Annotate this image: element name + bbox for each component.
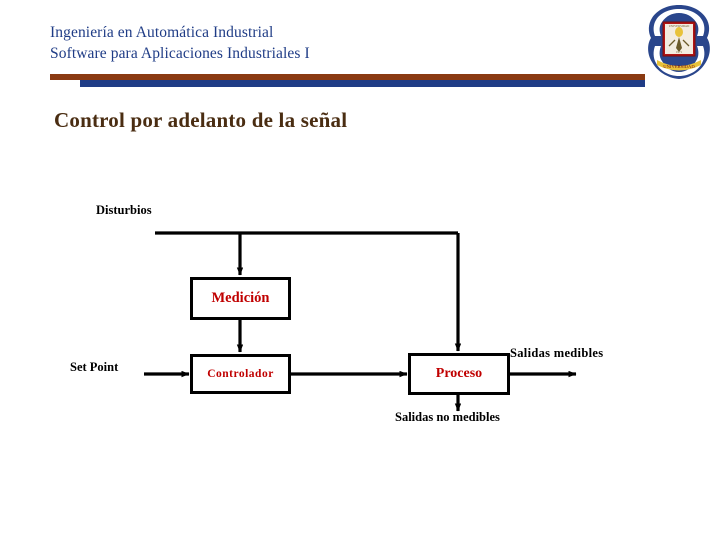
course-header-line-1: Ingeniería en Automática Industrial [50,24,274,41]
block-proceso[interactable]: Proceso [408,353,510,395]
block-controlador[interactable]: Controlador [190,354,291,394]
block-medicion-label: Medición [211,290,270,306]
block-proceso-label: Proceso [435,366,483,381]
label-salidas-medibles: Salidas medibles [510,346,604,360]
svg-text:1971: 1971 [676,50,683,54]
course-header: Ingeniería en Automática Industrial Soft… [50,22,470,64]
header-rule-brown [50,74,645,80]
label-set-point: Set Point [70,360,119,374]
svg-text:UNIVERSIDAD: UNIVERSIDAD [663,64,695,69]
course-header-line-2: Software para Aplicaciones Industriales … [50,45,310,62]
block-controlador-label: Controlador [207,368,274,380]
header-rule-navy [80,80,645,87]
block-medicion[interactable]: Medición [190,277,291,320]
label-disturbios: Disturbios [96,203,152,217]
university-crest-logo: UNIVERSIDAD 1971 UNIVERSIDAD [641,2,717,82]
svg-text:UNIVERSIDAD: UNIVERSIDAD [669,24,690,28]
page-title: Control por adelanto de la señal [54,108,348,132]
label-salidas-no-medibles: Salidas no medibles [395,410,500,424]
